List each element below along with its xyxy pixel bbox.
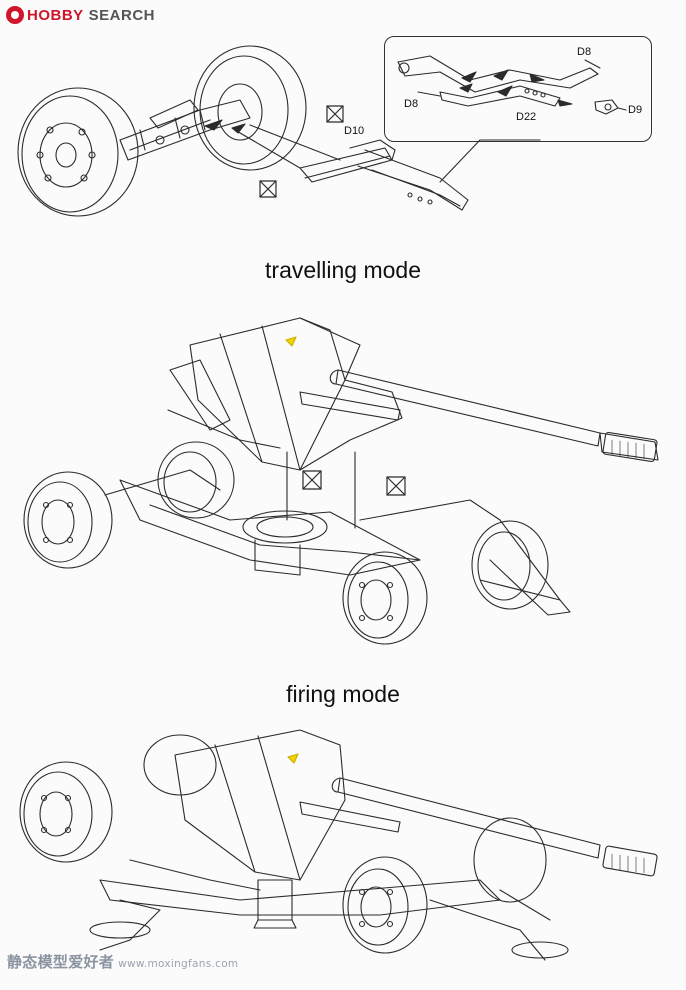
logo-text-search: SEARCH: [88, 6, 156, 24]
firing-mode-label: firing mode: [286, 681, 400, 707]
watermark-url-text: www.moxingfans.com: [118, 958, 239, 970]
no-glue-icon: [259, 105, 344, 198]
glue-point-accent: [287, 753, 299, 764]
part-label-d22: D22: [516, 111, 537, 123]
glue-point-accent: [285, 336, 297, 347]
part-label-d10: D10: [344, 125, 365, 137]
part-label-d9: D9: [628, 104, 643, 116]
logo-text-hobby: HOBBY: [27, 6, 84, 24]
watermark-cn-text: 静态模型爱好者: [7, 953, 115, 971]
travelling-mode-drawing: [23, 317, 659, 645]
hobby-search-logo: HOBBY SEARCH: [6, 5, 155, 25]
part-label-d8-top: D8: [577, 46, 592, 58]
axle-assembly-drawing: [17, 45, 541, 217]
part-label-d8-left: D8: [404, 98, 419, 110]
inset-parts-drawing: [397, 55, 627, 115]
detail-inset-box: [384, 36, 652, 142]
firing-mode-drawing: [19, 729, 658, 961]
logo-badge-icon: [6, 6, 24, 24]
travelling-mode-label: travelling mode: [265, 257, 421, 283]
no-glue-icon: [302, 470, 406, 496]
